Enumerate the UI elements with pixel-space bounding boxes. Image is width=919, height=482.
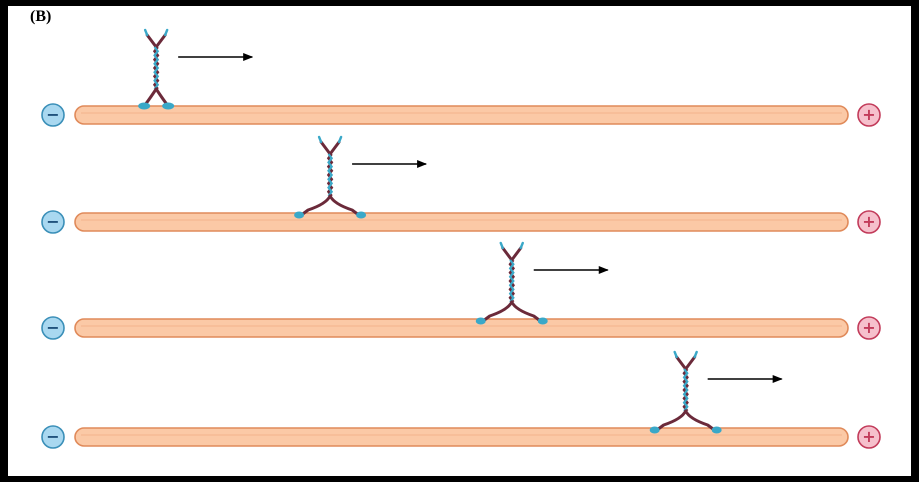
motor-head [138,102,151,110]
motor-tail-arm [684,355,697,371]
motor-head [294,211,305,219]
motor-leg [328,194,362,218]
minus-end-cap [41,210,65,234]
motor-tail-arm [328,140,341,156]
motor-head [649,426,660,434]
motor-tail-arm [154,33,167,49]
microtubule [74,105,849,125]
motor-protein [138,28,175,110]
minus-end-symbol: − [46,105,59,124]
plus-end-cap [857,425,881,449]
microtubule-row: −+ [41,28,881,127]
minus-end-cap [41,425,65,449]
motor-tail-tip [499,241,504,250]
motor-stalk-strand [153,46,160,90]
motor-tail-arm [510,246,523,262]
motor-leg [684,409,718,433]
plus-end-symbol: + [862,318,875,337]
plus-end-cap [857,103,881,127]
motor-tail-arm [501,246,514,262]
motor-stalk-strand [327,153,334,197]
motor-tail-tip [143,28,149,37]
motor-tail-tip [163,28,169,37]
minus-end-cap [41,316,65,340]
microtubule-row: −+ [41,350,881,449]
microtubule-row: −+ [41,135,881,234]
motor-leg [654,409,688,433]
plus-end-symbol: + [862,105,875,124]
minus-end-symbol: − [46,427,59,446]
motor-stalk-strand [682,368,689,412]
microtubule-row: −+ [41,241,881,340]
microtubule [74,427,849,447]
microtubule [74,212,849,232]
motor-protein [475,241,548,325]
motor-head [162,102,175,110]
motor-tail-arm [145,33,158,49]
motor-leg [510,300,544,324]
panel-label: (B) [30,8,52,25]
motor-tail-tip [673,350,678,359]
motor-tail-arm [675,355,688,371]
microtubule [74,318,849,338]
plus-end-symbol: + [862,427,875,446]
motor-leg [480,300,514,324]
minus-end-cap [41,103,65,127]
motor-protein [649,350,722,434]
motor-tail-tip [317,135,323,144]
motor-tail-arm [319,140,332,156]
motor-tail-tip [337,135,343,144]
plus-end-cap [857,316,881,340]
plus-end-symbol: + [862,212,875,231]
minus-end-symbol: − [46,318,59,337]
motor-leg [298,194,332,218]
motor-stalk-strand [508,259,515,303]
motor-head [711,426,722,434]
plus-end-cap [857,210,881,234]
motor-protein [294,135,367,219]
motor-head [537,317,548,325]
motor-tail-tip [693,350,698,359]
motor-head [356,211,367,219]
motor-tail-tip [519,241,524,250]
minus-end-symbol: − [46,212,59,231]
motor-head [475,317,486,325]
